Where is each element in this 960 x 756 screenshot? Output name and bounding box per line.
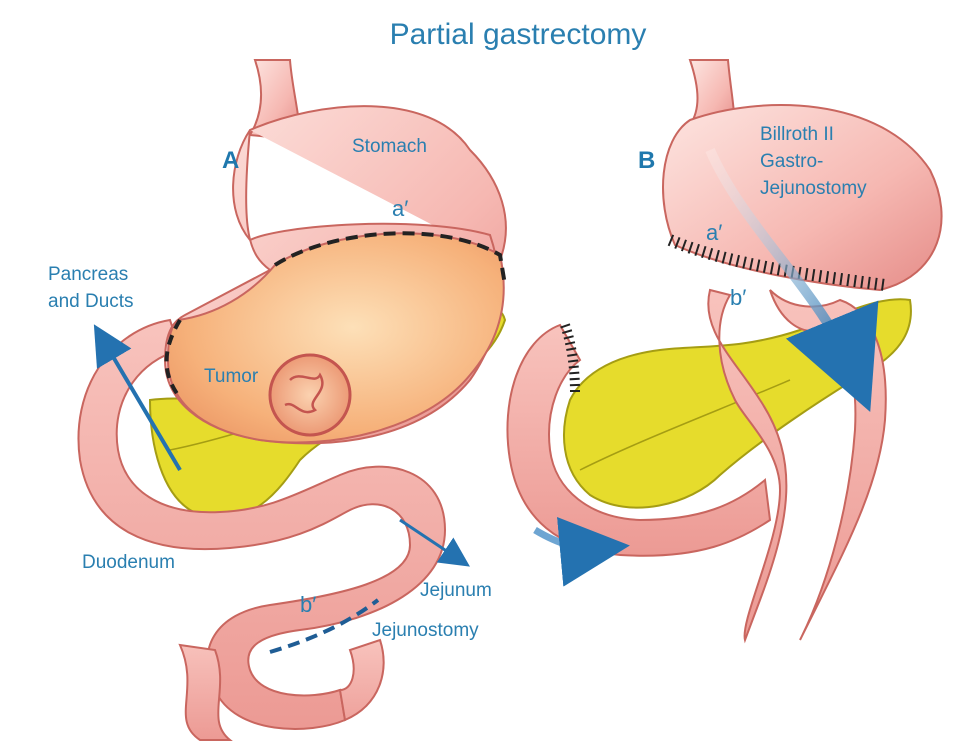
panel-b-letter: B: [638, 147, 655, 174]
duodenum-a: [77, 318, 447, 730]
staple-line-b: [667, 234, 886, 291]
duodenal-stump-b: [506, 323, 772, 557]
cut-line-b: [269, 598, 380, 654]
pancreas-label-line2: and Ducts: [48, 291, 134, 312]
stomach-label: Stomach: [352, 136, 427, 157]
billroth-label-line3: Jejunostomy: [760, 178, 867, 199]
panel-a-letter: A: [222, 147, 239, 174]
cut-line-duodenum-a: [164, 318, 182, 397]
duodenum-label: Duodenum: [82, 552, 175, 573]
duodenal-flow-arrow-b: [533, 516, 630, 587]
anastomosis-mark-b: b′: [730, 285, 746, 310]
jejunum-arrow: [399, 518, 470, 567]
panel-b-illustration: [506, 59, 943, 644]
jejunostomy-label: Jejunostomy: [372, 620, 479, 641]
pancreas-arrow: [93, 324, 182, 472]
jejunum-label: Jejunum: [420, 580, 492, 601]
food-flow-arrow-b: [705, 147, 879, 412]
tumor: [268, 353, 352, 437]
cut-mark-a: a′: [392, 196, 408, 221]
tumor-label: Tumor: [204, 366, 259, 387]
pancreas-label-line1: Pancreas: [48, 264, 128, 285]
billroth-label-line2: Gastro-: [760, 151, 823, 172]
stomach-remnant-b: [662, 104, 943, 292]
panel-a-illustration: [77, 59, 507, 741]
cut-line-a: [273, 231, 507, 286]
staple-line-duodenum-b: [560, 323, 580, 393]
jejunum-a: [178, 638, 385, 741]
cut-mark-b: b′: [300, 592, 316, 617]
resected-region-a: [166, 232, 505, 444]
anastomosis-mark-a: a′: [706, 220, 722, 245]
billroth-label-line1: Billroth II: [760, 124, 834, 145]
diagram-title: Partial gastrectomy: [390, 18, 647, 51]
